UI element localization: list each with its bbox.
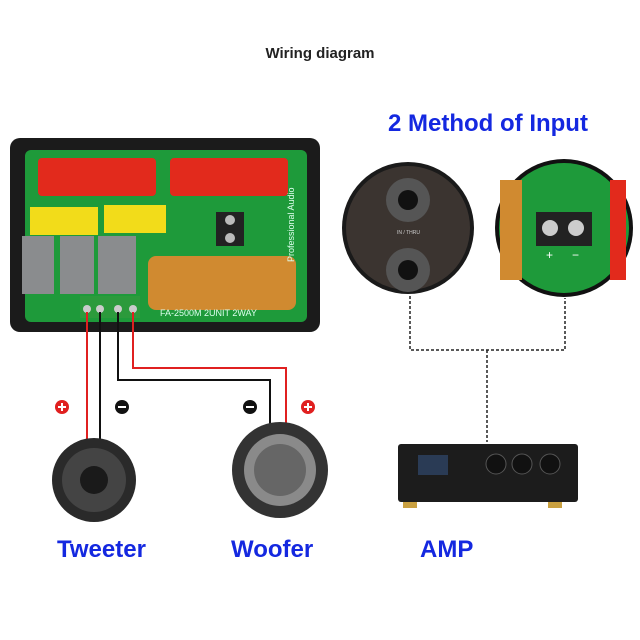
diagram-title: Wiring diagram xyxy=(265,45,375,62)
output-terminal xyxy=(80,296,140,318)
plus-icon xyxy=(55,400,69,414)
tweeter-image xyxy=(52,438,136,522)
terminal-minus-label: − xyxy=(572,248,580,262)
grey-capacitor xyxy=(60,236,94,294)
woofer-positive-wire xyxy=(132,312,287,425)
minus-icon xyxy=(115,400,129,414)
plus-icon xyxy=(301,400,315,414)
amplifier-image xyxy=(398,444,578,508)
terminal-block-closeup xyxy=(495,159,633,297)
tweeter-label: Tweeter xyxy=(57,536,146,563)
grey-capacitor xyxy=(22,236,54,294)
speakon-connector-closeup xyxy=(342,162,474,294)
red-inductor xyxy=(38,158,156,196)
input-heading: 2 Method of Input xyxy=(388,110,588,137)
board-brand-text: Professional Audio xyxy=(286,187,296,262)
copper-inductor xyxy=(148,256,296,310)
connector-label: IN / THRU xyxy=(397,230,420,236)
crossover-board xyxy=(10,138,320,332)
grey-capacitor xyxy=(98,236,136,294)
amp-label: AMP xyxy=(420,536,474,563)
woofer-label: Woofer xyxy=(231,536,314,563)
minus-icon xyxy=(243,400,257,414)
red-inductor xyxy=(170,158,288,196)
woofer-image xyxy=(232,422,328,518)
terminal-plus-label: + xyxy=(546,248,554,262)
yellow-capacitor xyxy=(104,205,166,233)
woofer-negative-wire xyxy=(117,312,271,425)
board-model-text: FA-2500M 2UNIT 2WAY xyxy=(160,308,257,318)
yellow-capacitor xyxy=(30,207,98,235)
input-dashed-line xyxy=(409,296,566,351)
